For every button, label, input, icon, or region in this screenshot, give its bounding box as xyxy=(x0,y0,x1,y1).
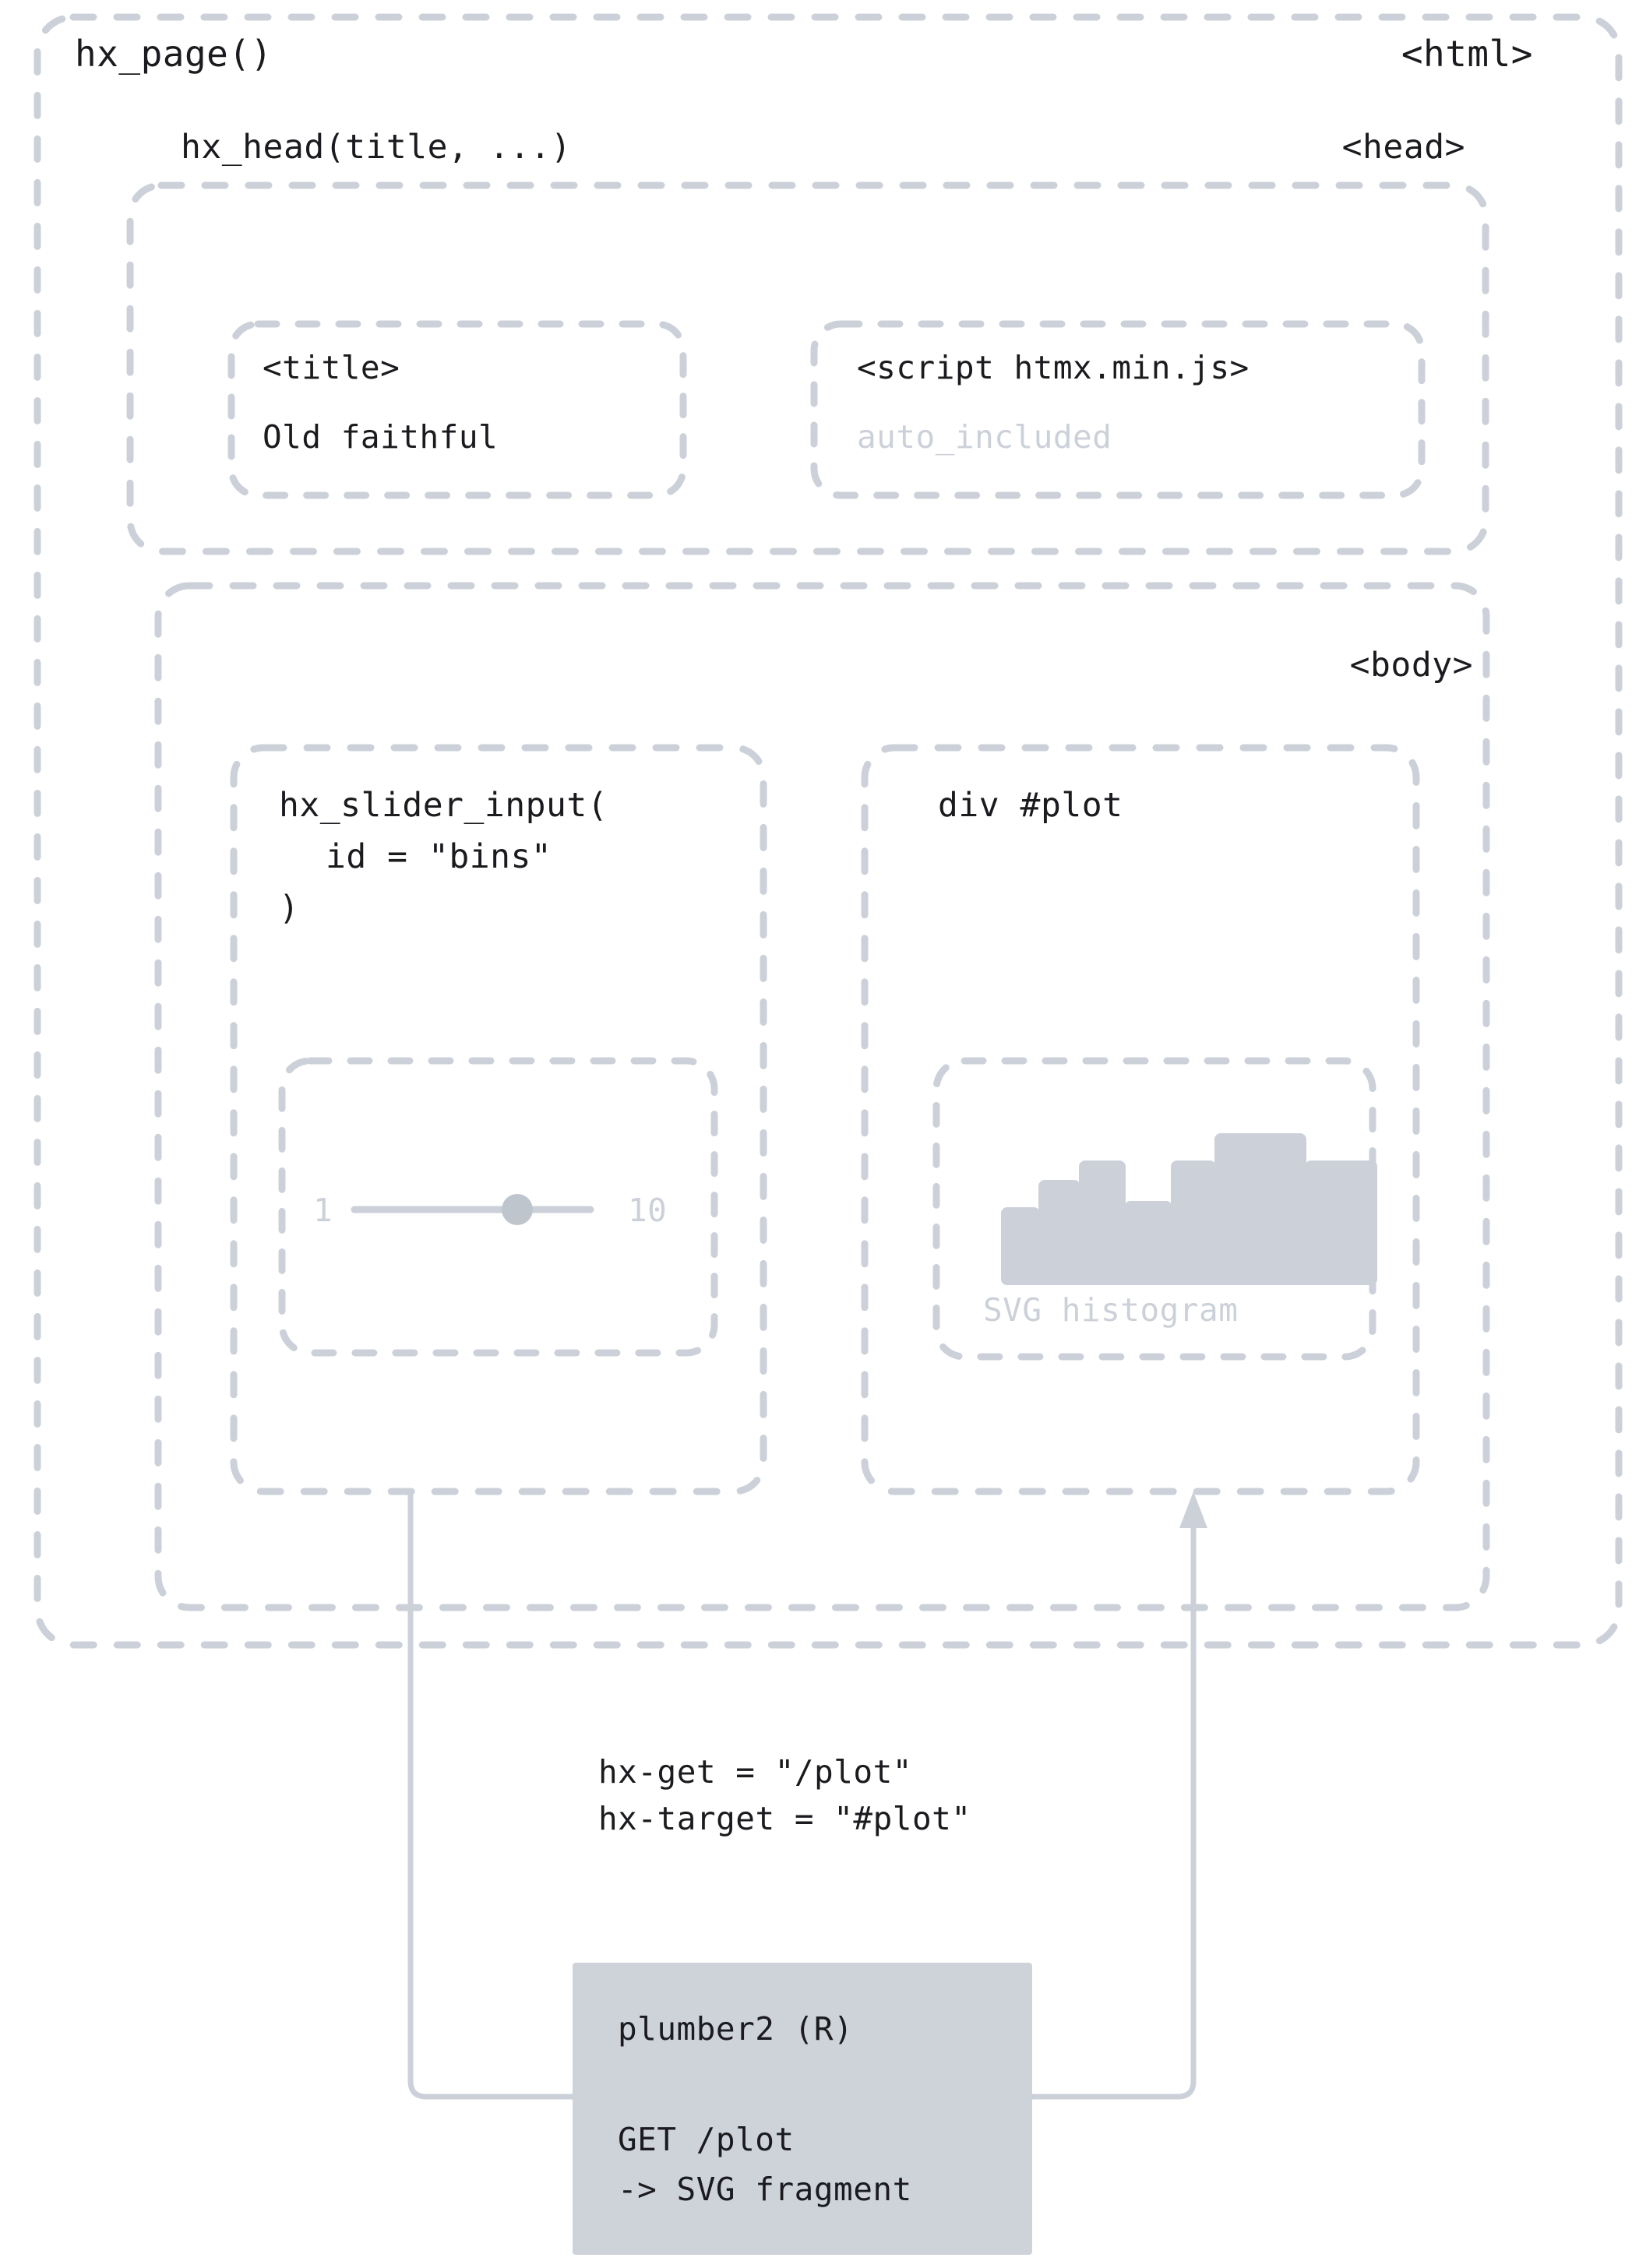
title-box-value: Old faithful xyxy=(263,418,499,456)
hx-get-attribute-label: hx-get = "/plot" xyxy=(598,1753,912,1791)
head-container-label: hx_head(title, ...) xyxy=(181,128,572,167)
slider-box-label-line1: hx_slider_input( xyxy=(279,786,608,825)
slider-box-label-line2: id = "bins" xyxy=(326,837,552,876)
html-container-border xyxy=(33,13,1623,1649)
slider-min-label: 1 xyxy=(313,1192,333,1229)
connector-server-to-plot xyxy=(1029,1512,1197,2100)
server-box-title: plumber2 (R) xyxy=(618,2010,854,2048)
slider-max-label: 10 xyxy=(628,1192,668,1229)
arrowhead-up-icon xyxy=(1179,1491,1207,1528)
title-box-tag: <title> xyxy=(263,349,400,386)
head-tag-label: <head> xyxy=(1341,128,1465,167)
histogram-bars xyxy=(1001,1133,1377,1285)
body-tag-label: <body> xyxy=(1349,646,1473,685)
html-container-label: hx_page() xyxy=(75,33,273,75)
server-box-route: GET /plot xyxy=(618,2121,795,2158)
plot-box-border xyxy=(861,744,1420,1495)
plot-box-label: div #plot xyxy=(938,786,1123,825)
slider-thumb xyxy=(502,1194,533,1225)
slider-box-label-line3: ) xyxy=(279,889,300,928)
html-tag-label: <html> xyxy=(1401,33,1533,75)
server-box-response: -> SVG fragment xyxy=(618,2171,912,2208)
connector-slider-to-server xyxy=(407,1490,576,2100)
hx-target-attribute-label: hx-target = "#plot" xyxy=(598,1800,971,1837)
body-container-border xyxy=(154,582,1490,1611)
histogram-caption: SVG histogram xyxy=(983,1291,1239,1329)
script-box-note: auto_included xyxy=(857,418,1112,456)
script-box-tag: <script htmx.min.js> xyxy=(857,349,1250,386)
